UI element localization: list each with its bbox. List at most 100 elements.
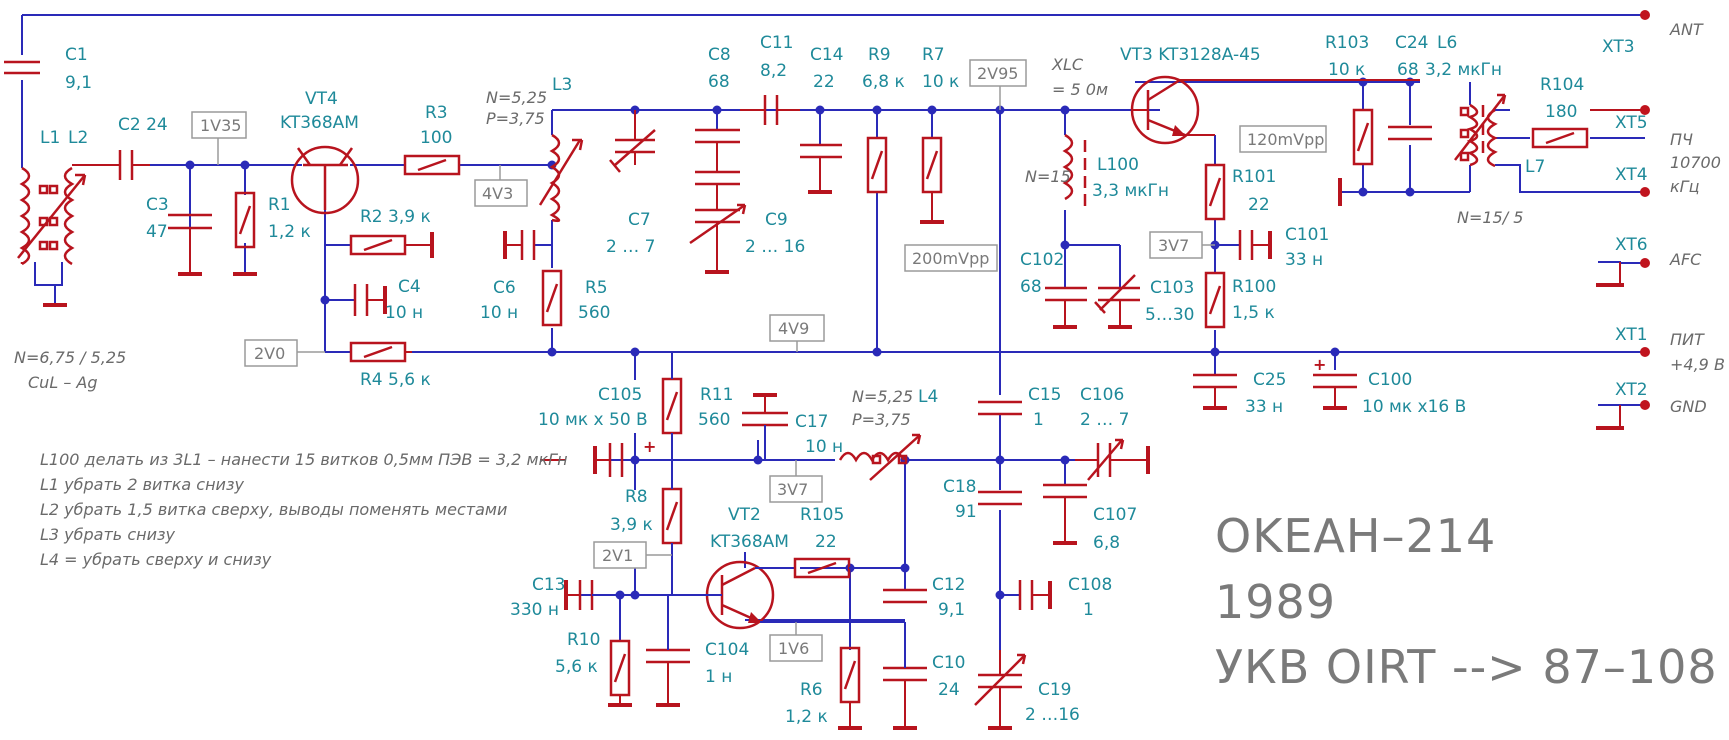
label-C15-value: 1 [1033, 410, 1044, 430]
svg-text:120mVpp: 120mVpp [1247, 130, 1324, 149]
connector-label-power: ПИТ [1670, 330, 1705, 349]
label-C102-value: 68 [1020, 277, 1042, 297]
capacitor-C18: C18 91 [943, 477, 1022, 522]
label-R101-value: 22 [1248, 195, 1270, 215]
plus-icon: + [643, 437, 656, 456]
label-C107-name: C107 [1093, 505, 1137, 525]
label-C108-name: C108 [1068, 575, 1112, 595]
label-C15-name: C15 [1028, 385, 1062, 405]
connectors: XT3 XT5 XT4 XT6 XT1 XT2 ANT ПЧ 10700 кГц… [1596, 10, 1725, 430]
voltage-tag: 1V35 [191, 111, 247, 165]
trimmer-capacitor-C103: C103 5…30 [1094, 274, 1194, 329]
inductor-L100: L100 3,3 мкГн N=15 [1025, 133, 1169, 206]
label-C6-name: C6 [493, 278, 516, 298]
label-R8-name: R8 [625, 487, 648, 507]
xlc-annotation: XLC = 5 0м [1051, 55, 1108, 99]
label-R105-value: 22 [815, 532, 837, 552]
label-VT4-name: VT4 [305, 89, 338, 109]
label-R5-value: 560 [578, 303, 610, 323]
connector-label-gnd: GND [1670, 397, 1707, 416]
label-R5-name: R5 [585, 278, 608, 298]
label-R6-name: R6 [800, 680, 823, 700]
capacitor-C100: + C100 10 мк х16 В [1313, 355, 1466, 417]
note-line: L100 делать из 3L1 – нанести 15 витков 0… [40, 450, 568, 469]
label-R6-value: 1,2 к [785, 707, 828, 727]
label-C8-value: 68 [708, 72, 730, 92]
transistor-VT4: VT4 KT368AM [280, 89, 360, 215]
label-C9-value: 2 … 16 [745, 237, 805, 257]
note-L100-turns: N=15 [1025, 167, 1071, 186]
inductor-L3: L3 N=5,25 P=3,75 [486, 75, 584, 223]
label-R11-name: R11 [700, 385, 733, 405]
connector-terminal [1640, 187, 1650, 197]
connector-terminal [1640, 105, 1650, 115]
voltage-tag: 3V7 [769, 460, 823, 503]
label-R103-name: R103 [1325, 33, 1369, 53]
label-C1-value: 9,1 [65, 73, 92, 93]
label-L6-name: L6 [1437, 33, 1457, 53]
label-R3-value: 100 [420, 128, 452, 148]
voltage-tag: 1V6 [769, 622, 823, 662]
resistor-R8: R8 3,9 к [610, 460, 683, 595]
title-block: OKEAH–214 1989 УКВ OIRT --> 87–108 [1215, 509, 1718, 694]
voltage-tag: 3V7 [1149, 231, 1215, 259]
title-band: УКВ OIRT --> 87–108 [1215, 640, 1718, 694]
label-R7-value: 10 к [922, 72, 959, 92]
label-C12-name: C12 [932, 575, 966, 595]
note-L3-pitch: P=3,75 [486, 109, 545, 128]
label-C3-value: 47 [146, 222, 168, 242]
label-R4: R4 5,6 к [360, 370, 431, 390]
note-line: L3 убрать снизу [40, 525, 175, 544]
label-C13-value: 330 н [510, 600, 559, 620]
label-R7-name: R7 [922, 45, 945, 65]
label-C108-value: 1 [1083, 600, 1094, 620]
voltage-tag: 2V1 [593, 541, 672, 569]
note-L3-turns: N=5,25 [486, 88, 547, 107]
wires [21, 14, 1645, 650]
connector-terminal [1640, 347, 1650, 357]
plus-icon: + [1313, 355, 1326, 374]
note-L4-pitch: P=3,75 [852, 410, 911, 429]
resistor-R2: R2 3,9 к [349, 207, 434, 258]
label-C6-value: 10 н [480, 303, 518, 323]
capacitor-C102: C102 68 [1020, 250, 1087, 329]
resistor-R11: R11 560 [661, 352, 733, 460]
label-C10-name: C10 [932, 653, 966, 673]
label-L100-name: L100 [1097, 155, 1139, 175]
voltage-tag: 120mVpp [1239, 125, 1327, 153]
voltage-tags: 1V35 4V3 2V95 120mVpp 3V7 200mVpp 2V0 4V… [191, 59, 1327, 662]
resistor-R104: R104 180 [1531, 75, 1589, 149]
label-XLC-value: = 5 0м [1052, 80, 1108, 99]
label-C12-value: 9,1 [938, 600, 965, 620]
label-C103-name: C103 [1150, 278, 1194, 298]
transformer-L6-L7: L6 3,2 мкГн L7 N=15/ 5 [1425, 33, 1545, 227]
label-C25-name: C25 [1253, 370, 1287, 390]
capacitor-C108: C108 1 [1018, 575, 1112, 620]
label-R100-value: 1,5 к [1232, 303, 1275, 323]
label-R104-value: 180 [1545, 102, 1577, 122]
label-C102-name: C102 [1020, 250, 1064, 270]
resistor-R5: R5 560 [541, 269, 610, 327]
label-R10-name: R10 [567, 630, 600, 650]
capacitor-C8: C8 68 [695, 45, 740, 172]
capacitor-C6: C6 10 н [480, 230, 536, 323]
label-C106-name: C106 [1080, 385, 1124, 405]
capacitor-C13: C13 330 н [510, 575, 672, 620]
label-C104-value: 1 н [705, 667, 732, 687]
capacitor-C14: C14 22 [800, 45, 844, 194]
note-line: L4 = убрать сверху и снизу [40, 550, 272, 569]
transistor-VT3: VT3 KT3128A-45 [1120, 45, 1420, 145]
resistor-R100: R100 1,5 к [1204, 271, 1276, 329]
connector-label-if: ПЧ [1670, 130, 1693, 149]
label-C14-name: C14 [810, 45, 844, 65]
note-line: L2 убрать 1,5 витка сверху, выводы помен… [40, 500, 507, 519]
svg-text:200mVpp: 200mVpp [912, 249, 989, 268]
label-R104-name: R104 [1540, 75, 1584, 95]
connector-label-ant: ANT [1669, 20, 1704, 39]
capacitor-C4: C4 10 н [353, 277, 423, 323]
label-C7-value: 2 … 7 [606, 237, 655, 257]
label-C107-value: 6,8 [1093, 533, 1120, 553]
trimmer-capacitor-C9: C9 2 … 16 [689, 170, 805, 274]
inductor-L4: L4 N=5,25 P=3,75 [838, 387, 938, 481]
capacitor-C105: + C105 10 мк х 50 В [538, 385, 656, 477]
